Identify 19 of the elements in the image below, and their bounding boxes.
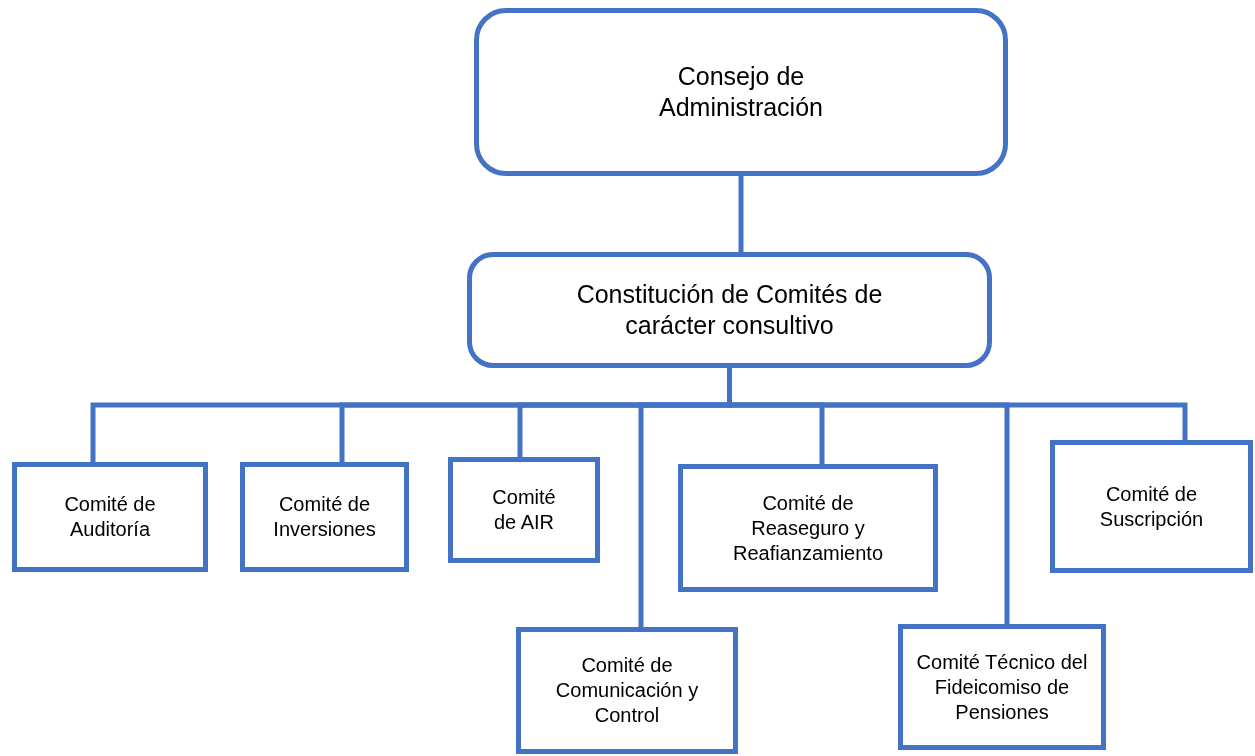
committee-box [448,457,600,563]
box-label: Comité de Comunicación y Control [554,653,700,728]
box-label: Comité de Inversiones [272,492,377,542]
box-label: Comité Técnico del Fideicomiso de Pensiones [915,649,1089,725]
committee-box [678,464,938,592]
committee-box [12,462,208,572]
rounded-box [474,8,1008,176]
box-label: Constitución de Comités de carácter consultivo [575,278,884,341]
committee-box [898,624,1106,750]
box-label: Consejo de Administración [658,60,824,123]
box-label: Comité de AIR [491,485,557,535]
committee-box [516,627,738,754]
box-label: Comité de Reaseguro y Reafianzamiento [731,490,885,566]
box-label: Comité de Suscripción [1098,481,1205,532]
connector-line [738,176,744,252]
rounded-box [467,252,992,368]
box-label: Comité de Auditoría [63,492,157,542]
committee-box [240,462,409,572]
committee-box [1050,440,1253,573]
